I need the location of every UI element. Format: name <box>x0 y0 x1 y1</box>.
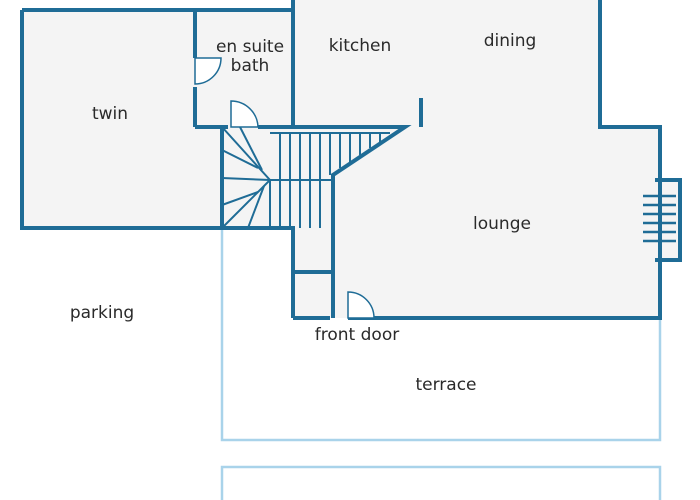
terrace-outline <box>220 228 662 442</box>
lower-plot-outline <box>220 465 662 500</box>
room-label-bath: bath <box>231 56 270 76</box>
stair-door <box>230 100 259 128</box>
room-label-twin: twin <box>92 104 128 124</box>
front-door-swing <box>347 291 375 319</box>
walls <box>20 0 682 320</box>
room-label-kitchen: kitchen <box>329 36 392 56</box>
room-label-en-suite: en suite <box>216 37 284 57</box>
room-label-terrace: terrace <box>415 375 476 395</box>
room-label-front-door: front door <box>315 325 399 345</box>
doors <box>194 57 375 319</box>
room-label-lounge: lounge <box>473 214 531 234</box>
room-label-parking: parking <box>70 303 134 323</box>
staircase <box>221 126 390 229</box>
room-label-dining: dining <box>484 31 537 51</box>
en-suite-door <box>194 57 222 85</box>
bay-window-louvres <box>643 194 676 243</box>
